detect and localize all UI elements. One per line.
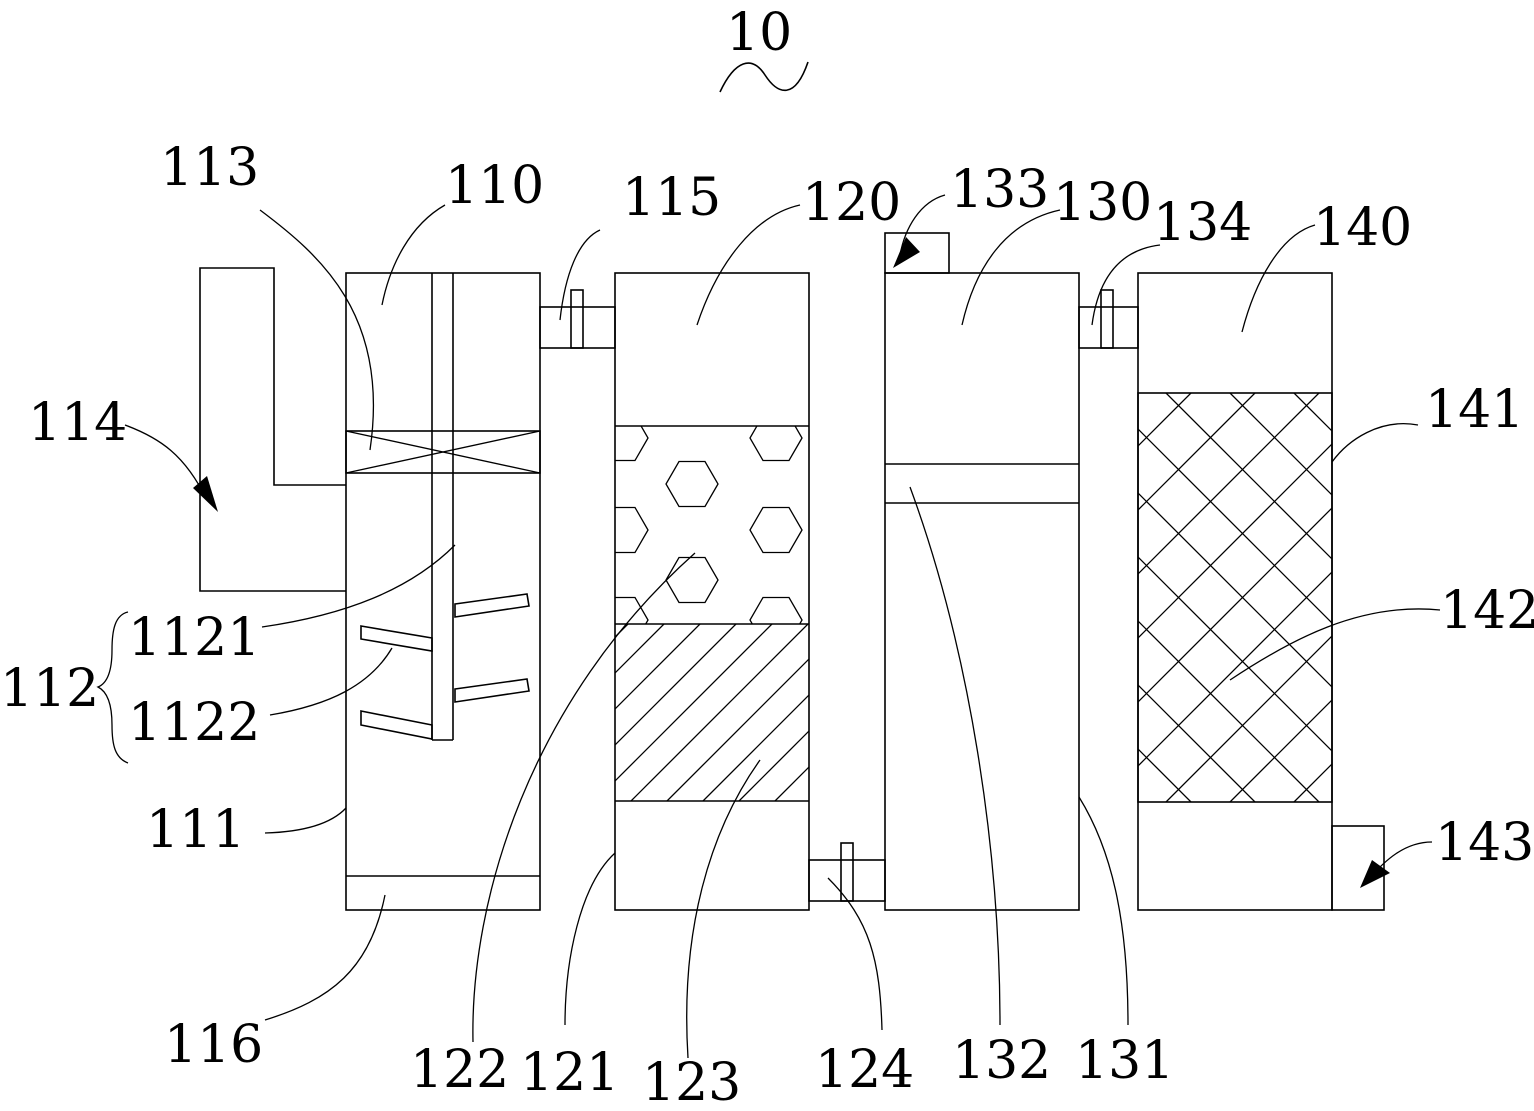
honeycomb-cell — [615, 506, 649, 554]
label-dosing-box: 114 — [28, 393, 127, 453]
label-third-tank-wall: 131 — [1075, 1031, 1174, 1091]
label-membrane-plate: 132 — [952, 1031, 1051, 1091]
second-connector — [808, 842, 886, 902]
packing-hatch — [415, 624, 592, 801]
filter-hatch — [1138, 684, 1256, 802]
packing-hatch — [615, 624, 737, 746]
packing-hatch — [883, 624, 1060, 801]
outlet-arrow-icon — [1360, 860, 1390, 888]
packing-hatch — [615, 624, 773, 782]
system-wave — [719, 61, 809, 93]
filter-hatch — [1165, 635, 1332, 802]
leader-lines — [96, 194, 1441, 1059]
label-third-tank: 130 — [1053, 173, 1152, 233]
label-first-tank: 110 — [445, 156, 544, 216]
filter-hatch — [1138, 748, 1192, 802]
packing-hatch — [702, 694, 809, 801]
label-filter-layer: 142 — [1440, 581, 1534, 641]
label-agitator-group: 112 — [0, 659, 99, 719]
packing-hatch — [811, 624, 988, 801]
second-tank — [415, 272, 1204, 911]
packing-hatch — [847, 624, 1024, 801]
label-sludge-outlet: 116 — [164, 1015, 263, 1075]
filter-hatch — [1138, 393, 1192, 447]
label-third-connector: 134 — [1153, 193, 1252, 253]
label-water-outlet: 143 — [1435, 813, 1534, 873]
label-vent: 133 — [950, 160, 1049, 220]
third-connector — [1078, 289, 1139, 349]
fourth-tank — [1137, 272, 1385, 911]
filter-hatch — [1229, 393, 1332, 496]
filter-hatch — [1138, 571, 1332, 767]
packing-hatch — [738, 730, 809, 801]
filter-hatch — [1138, 393, 1320, 575]
packing-hatch — [666, 658, 809, 801]
packing-hatch — [615, 624, 701, 710]
filter-hatch — [1165, 393, 1332, 560]
label-honeycomb-layer: 122 — [410, 1040, 509, 1100]
label-second-tank-wall: 121 — [520, 1043, 619, 1103]
label-screen: 113 — [160, 138, 259, 198]
label-fourth-tank: 140 — [1313, 198, 1412, 258]
honeycomb-cell — [749, 596, 803, 624]
third-tank — [884, 232, 1080, 911]
vent-arrow-icon — [893, 237, 920, 268]
filter-hatch — [1138, 620, 1320, 802]
first-connector — [539, 289, 616, 349]
arrow-heads — [193, 237, 1390, 888]
filter-hatch — [1138, 393, 1256, 511]
honeycomb-cell — [665, 556, 719, 604]
filter-hatch — [1138, 443, 1332, 639]
label-first-tank-wall: 111 — [146, 800, 245, 860]
honeycomb-cell — [749, 506, 803, 554]
label-fourth-tank-wall: 141 — [1425, 380, 1524, 440]
label-agitator-blades: 1122 — [128, 693, 260, 753]
label-first-connector: 115 — [622, 168, 721, 228]
packing-hatch — [630, 624, 809, 801]
packing-hatch — [774, 766, 809, 801]
label-system: 10 — [726, 3, 792, 63]
packing-hatch — [1027, 624, 1204, 801]
dosing-box-arrow-icon — [193, 476, 218, 512]
dosing-box — [199, 267, 346, 592]
label-packing-layer: 123 — [642, 1053, 741, 1111]
honeycomb-cell — [749, 426, 803, 462]
reference-labels: 10 113 110 115 120 133 130 134 140 114 1… — [0, 3, 1534, 1111]
honeycomb-cell — [615, 596, 649, 624]
packing-hatch — [919, 624, 1096, 801]
label-agitator-shaft: 1121 — [128, 608, 260, 668]
label-second-tank: 120 — [802, 173, 901, 233]
first-tank — [345, 272, 541, 911]
honeycomb-cell — [665, 460, 719, 508]
filter-hatch — [1138, 507, 1332, 703]
packing-hatch — [615, 624, 665, 674]
label-second-connector: 124 — [815, 1040, 914, 1100]
filter-hatch — [1229, 699, 1332, 802]
honeycomb-cell — [615, 426, 649, 462]
